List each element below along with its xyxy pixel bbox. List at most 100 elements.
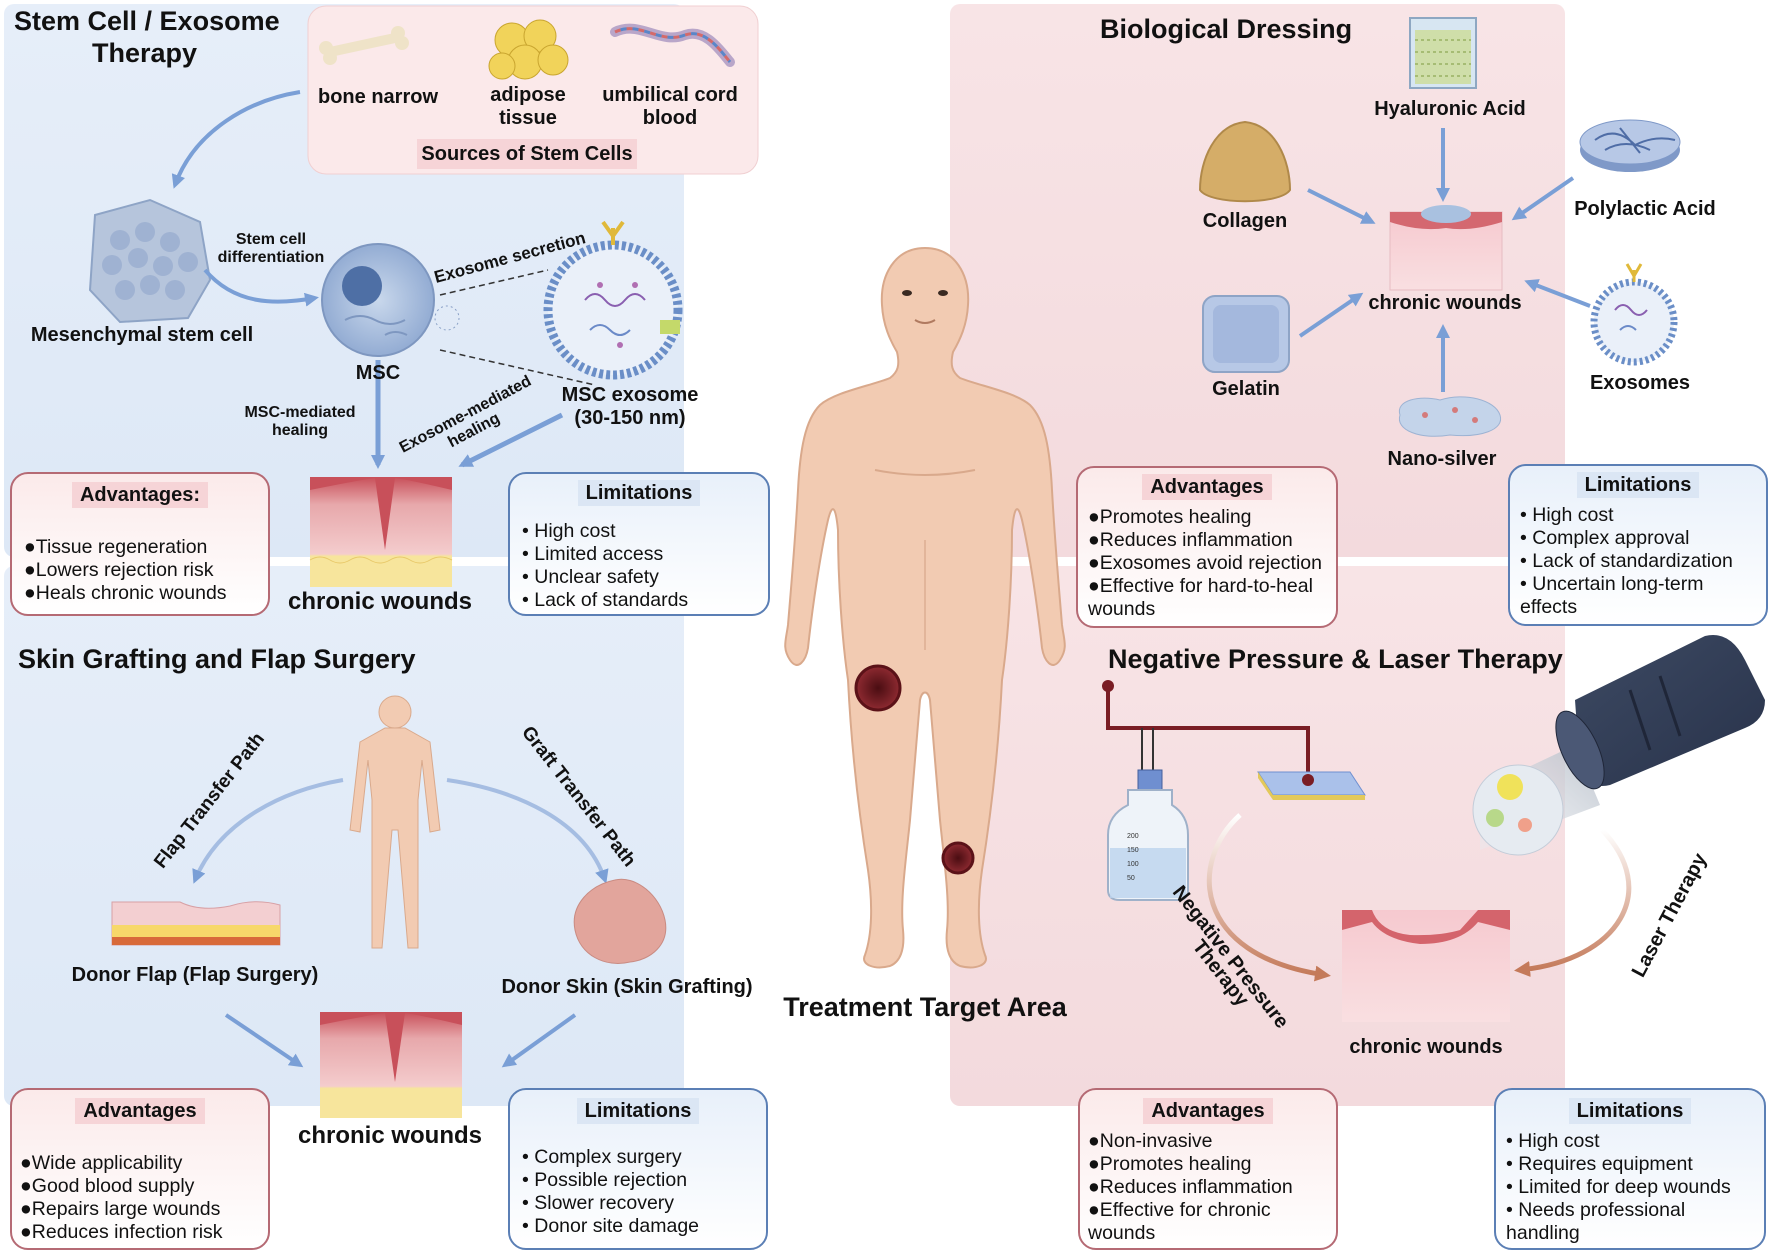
list-item: • Complex surgery bbox=[522, 1146, 682, 1168]
mesenchymal-stem-cell-icon bbox=[88, 198, 212, 324]
nanosilver-label: Nano-silver bbox=[1387, 448, 1497, 470]
wound-npwt-center bbox=[1342, 910, 1510, 1022]
exosome-icon bbox=[543, 220, 683, 380]
list-item: • High cost bbox=[522, 520, 616, 542]
list-item: ●Reduces infection risk bbox=[20, 1221, 223, 1243]
stem-advantages-title: Advantages: bbox=[71, 482, 209, 508]
msc-mediated-label: MSC-mediated healing bbox=[244, 404, 356, 439]
collagen-label: Collagen bbox=[1202, 210, 1288, 232]
list-item: • Uncertain long-term bbox=[1520, 573, 1704, 595]
skin-limitations-list: • Complex surgery • Possible rejection •… bbox=[522, 1146, 758, 1238]
bottle-mark-150: 150 bbox=[1127, 847, 1139, 854]
skin-limitations-title: Limitations bbox=[576, 1098, 700, 1124]
umbilical-cord-icon bbox=[610, 23, 735, 67]
stem-title-line1: Stem Cell / Exosome bbox=[14, 6, 280, 36]
polylactic-acid-icon bbox=[1579, 119, 1681, 172]
list-item: • Requires equipment bbox=[1506, 1153, 1693, 1175]
list-item: ●Non-invasive bbox=[1088, 1130, 1213, 1152]
skin-advantages-title: Advantages bbox=[75, 1098, 205, 1124]
npwt-limitations-title: Limitations bbox=[1568, 1098, 1692, 1124]
differentiation-label: Stem cell differentiation bbox=[217, 231, 325, 266]
bottle-mark-50: 50 bbox=[1127, 875, 1135, 882]
list-item: • Unclear safety bbox=[522, 566, 659, 588]
stem-limitations-list: • High cost • Limited access • Unclear s… bbox=[522, 520, 760, 612]
bio-advantages-list: ●Promotes healing ●Reduces inflammation … bbox=[1088, 506, 1328, 621]
list-item: ●Reduces inflammation bbox=[1088, 1176, 1293, 1198]
gelatin-icon bbox=[1202, 295, 1290, 373]
wound-dressing-center bbox=[1389, 205, 1503, 291]
laser-device-icon bbox=[1472, 635, 1765, 856]
nano-silver-icon bbox=[1398, 396, 1502, 437]
list-item: ●Promotes healing bbox=[1088, 506, 1252, 528]
thigh-wound bbox=[854, 664, 902, 712]
list-item: ●Promotes healing bbox=[1088, 1153, 1252, 1175]
sources-title: Sources of Stem Cells bbox=[421, 143, 633, 165]
knee-wound bbox=[941, 841, 975, 875]
donor-skin-icon bbox=[573, 878, 667, 964]
npwt-wound-label: chronic wounds bbox=[1349, 1036, 1503, 1058]
list-item: wounds bbox=[1088, 598, 1156, 620]
center-title: Treatment Target Area bbox=[783, 992, 1067, 1022]
stem-limitations-title: Limitations bbox=[577, 480, 701, 506]
skin-wound-label: chronic wounds bbox=[297, 1122, 482, 1149]
list-item: • Possible rejection bbox=[522, 1169, 688, 1191]
source-umbilical: umbilical cord blood bbox=[602, 84, 738, 129]
bio-title: Biological Dressing bbox=[1100, 14, 1353, 44]
npwt-limitations-box: Limitations • High cost • Requires equip… bbox=[1494, 1088, 1766, 1250]
list-item: • Lack of standards bbox=[522, 589, 689, 611]
small-human-figure bbox=[349, 695, 441, 949]
list-item: • Limited for deep wounds bbox=[1506, 1176, 1731, 1198]
stem-wound-label: chronic wounds bbox=[287, 588, 472, 615]
donor-flap-icon bbox=[111, 901, 281, 946]
list-item: ●Reduces inflammation bbox=[1088, 529, 1293, 551]
msc-label: MSC bbox=[355, 362, 401, 384]
stem-limitations-box: Limitations • High cost • Limited access… bbox=[508, 472, 770, 616]
list-item: • Lack of standardization bbox=[1520, 550, 1733, 572]
list-item: ●Effective for chronic bbox=[1088, 1199, 1271, 1221]
foam-dressing-icon bbox=[1257, 771, 1366, 800]
skin-limitations-box: Limitations • Complex surgery • Possible… bbox=[508, 1088, 768, 1250]
bio-advantages-box: Advantages ●Promotes healing ●Reduces in… bbox=[1076, 466, 1338, 628]
skin-advantages-box: Advantages ●Wide applicability ●Good blo… bbox=[10, 1088, 270, 1250]
wound-cross-section-stem bbox=[309, 477, 453, 587]
source-adipose: adipose tissue bbox=[490, 84, 566, 129]
list-item: handling bbox=[1506, 1222, 1580, 1244]
list-item: • High cost bbox=[1520, 504, 1614, 526]
adipose-tissue-icon bbox=[488, 19, 569, 80]
list-item: wounds bbox=[1088, 1222, 1156, 1244]
list-item: • High cost bbox=[1506, 1130, 1600, 1152]
list-item: • Needs professional bbox=[1506, 1199, 1686, 1221]
wound-cross-section-skin bbox=[320, 1012, 462, 1118]
npwt-advantages-box: Advantages ●Non-invasive ●Promotes heali… bbox=[1078, 1088, 1338, 1250]
msc-exosome-label: MSC exosome bbox=[561, 384, 699, 406]
list-item: ●Effective for hard-to-heal bbox=[1088, 575, 1313, 597]
list-item: ●Lowers rejection risk bbox=[24, 559, 214, 581]
list-item: ●Tissue regeneration bbox=[24, 536, 208, 558]
list-item: • Complex approval bbox=[1520, 527, 1690, 549]
suction-bottle-icon: 200 150 100 50 bbox=[1102, 680, 1310, 901]
npwt-advantages-list: ●Non-invasive ●Promotes healing ●Reduces… bbox=[1088, 1130, 1328, 1245]
npwt-limitations-list: • High cost • Requires equipment • Limit… bbox=[1506, 1130, 1756, 1245]
bio-advantages-title: Advantages bbox=[1142, 474, 1272, 500]
skin-advantages-list: ●Wide applicability ●Good blood supply ●… bbox=[20, 1152, 260, 1244]
donor-skin-label: Donor Skin (Skin Grafting) bbox=[501, 976, 753, 998]
stem-advantages-list: ●Tissue regeneration ●Lowers rejection r… bbox=[24, 536, 260, 605]
hyaluronic-acid-icon bbox=[1409, 17, 1477, 89]
stem-advantages-box: Advantages: ●Tissue regeneration ●Lowers… bbox=[10, 472, 270, 616]
source-bone: bone narrow bbox=[317, 86, 438, 108]
hyaluronic-label: Hyaluronic Acid bbox=[1374, 98, 1526, 120]
list-item: effects bbox=[1520, 596, 1578, 618]
bio-limitations-list: • High cost • Complex approval • Lack of… bbox=[1520, 504, 1758, 619]
list-item: ●Wide applicability bbox=[20, 1152, 183, 1174]
bio-wound-label: chronic wounds bbox=[1368, 292, 1522, 314]
list-item: ●Repairs large wounds bbox=[20, 1198, 221, 1220]
polylactic-label: Polylactic Acid bbox=[1574, 198, 1716, 220]
exosomes-icon bbox=[1590, 263, 1678, 366]
list-item: ●Exosomes avoid rejection bbox=[1088, 552, 1322, 574]
bottle-mark-200: 200 bbox=[1127, 833, 1139, 840]
mesenchymal-label: Mesenchymal stem cell bbox=[30, 324, 254, 346]
msc-cell-icon bbox=[321, 243, 435, 357]
human-body-figure bbox=[784, 246, 1066, 969]
stem-title-line2: Therapy bbox=[92, 38, 198, 68]
